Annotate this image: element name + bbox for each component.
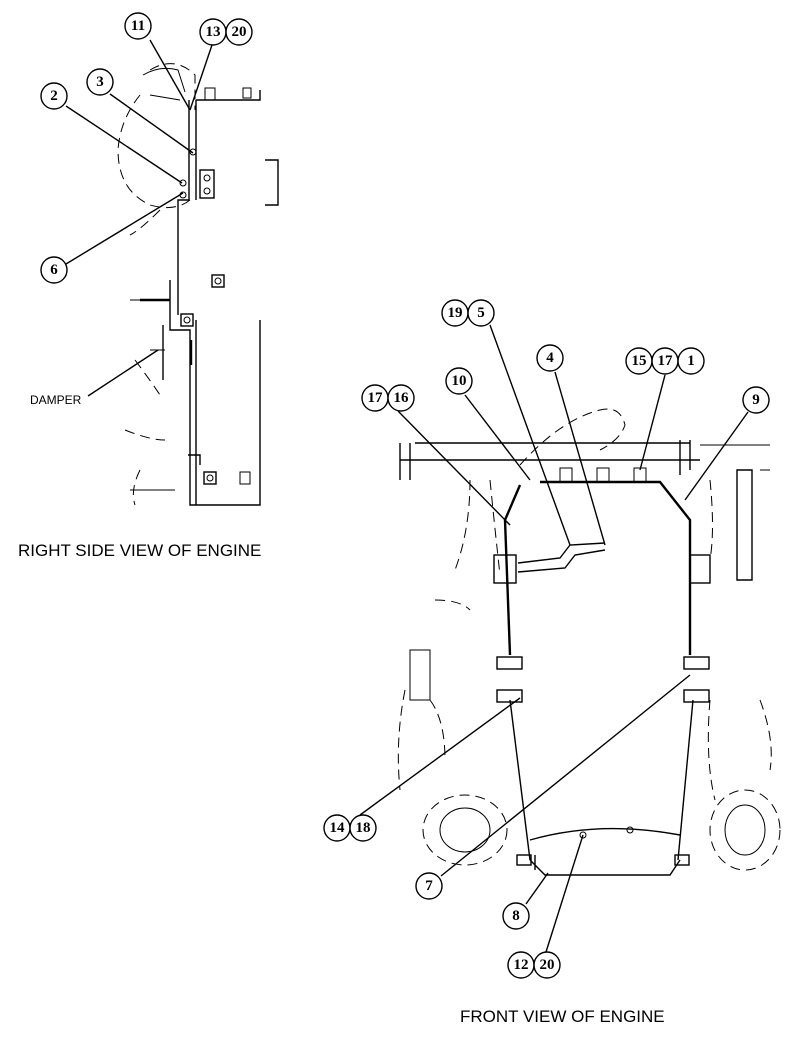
right-side-view-caption: RIGHT SIDE VIEW OF ENGINE [18, 541, 261, 560]
callout-number: 10 [452, 373, 467, 389]
callout-number: 13 [206, 24, 221, 40]
callout-number: 2 [50, 88, 58, 104]
callout-bubble [415, 872, 443, 900]
callout-number: 9 [752, 392, 760, 408]
callout-leader [189, 44, 213, 111]
callout-leader [397, 410, 511, 526]
callout-9: 9 [684, 386, 770, 501]
callout-leader [149, 39, 191, 111]
callout-bubble [225, 18, 253, 46]
callout-leader [464, 394, 531, 481]
callout-number: 20 [540, 957, 555, 973]
callout-bubble [349, 814, 377, 842]
callout-bubble [536, 344, 564, 372]
callout-2: 2 [40, 82, 183, 184]
front-view-caption: FRONT VIEW OF ENGINE [460, 1007, 665, 1026]
callout-number: 3 [96, 74, 104, 90]
callout-leader [65, 105, 183, 184]
callout-leader [639, 374, 666, 471]
callout-15-17-1: 15 17 1 [625, 347, 705, 471]
callout-bubble [40, 256, 68, 284]
callout-number: 17 [368, 390, 384, 406]
callout-bubble [467, 299, 495, 327]
callout-10: 10 [445, 367, 531, 481]
callout-bubble [533, 951, 561, 979]
callout-leader [554, 371, 606, 546]
front-view-drawing [397, 408, 781, 876]
callout-number: 12 [514, 957, 529, 973]
callout-6: 6 [40, 192, 184, 284]
callout-leader [545, 834, 584, 953]
callout-leader [684, 411, 749, 501]
callout-4: 4 [536, 344, 606, 546]
callout-7: 7 [415, 674, 691, 900]
callout-leader [525, 872, 549, 905]
callout-number: 11 [131, 18, 145, 34]
callout-number: 14 [330, 820, 346, 836]
callout-bubble [502, 902, 530, 930]
callout-bubble [445, 367, 473, 395]
callout-13-20: 13 20 [189, 18, 253, 111]
callout-number: 6 [50, 262, 58, 278]
callout-bubble [742, 386, 770, 414]
callout-number: 8 [512, 908, 520, 924]
callout-leader [440, 674, 691, 877]
callout-12-20: 12 20 [507, 834, 584, 979]
callout-bubble [86, 68, 114, 96]
callout-number: 4 [546, 350, 554, 366]
callout-number: 7 [425, 878, 433, 894]
callout-number: 19 [448, 305, 463, 321]
callout-leader [489, 324, 571, 546]
callout-number: 1 [687, 353, 695, 369]
callout-bubble [40, 82, 68, 110]
right-side-view-drawing [117, 63, 279, 506]
callout-number: 17 [658, 353, 674, 369]
callout-number: 20 [232, 24, 247, 40]
callout-bubble [677, 347, 705, 375]
callout-leader [65, 192, 184, 265]
callout-number: 18 [356, 820, 371, 836]
damper-label: DAMPER [30, 393, 82, 407]
callout-bubble [387, 384, 415, 412]
callout-19-5: 19 5 [441, 299, 571, 546]
callout-number: 15 [632, 353, 647, 369]
callout-8: 8 [502, 872, 549, 930]
callout-leader [359, 697, 521, 816]
callout-11: 11 [124, 12, 191, 111]
callout-number: 16 [394, 390, 410, 406]
callout-14-18: 14 18 [323, 697, 521, 842]
callout-number: 5 [477, 305, 485, 321]
callout-bubble [124, 12, 152, 40]
callout-3: 3 [86, 68, 194, 154]
callout-leader [109, 93, 194, 154]
